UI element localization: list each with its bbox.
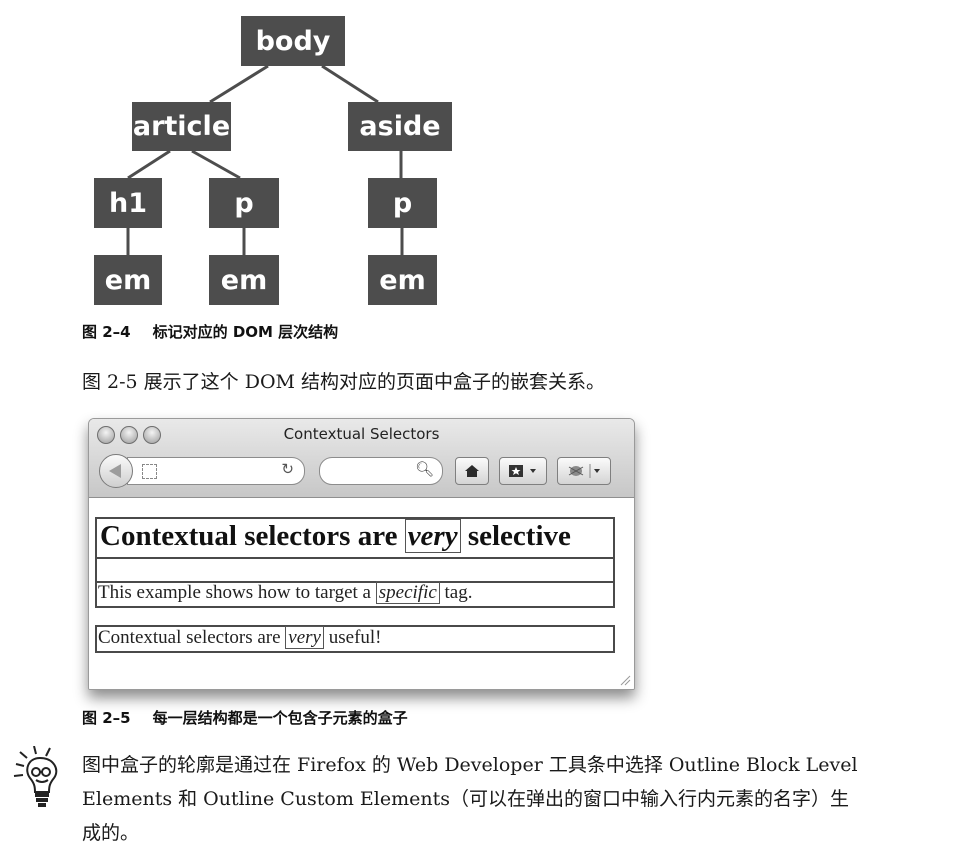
home-icon [465, 465, 479, 477]
back-arrow-icon [109, 464, 121, 478]
resize-grip-icon[interactable] [619, 674, 631, 686]
search-field[interactable]: 🔍︎ [319, 457, 443, 485]
tree-node-p-aside: p [368, 178, 437, 228]
bookmark-star-icon [509, 465, 536, 477]
p2-em: very [285, 626, 324, 649]
body-paragraph: 图 2-5 展示了这个 DOM 结构对应的页面中盒子的嵌套关系。 [82, 371, 606, 393]
tree-node-article: article [132, 102, 231, 151]
p1-text-end: tag. [439, 582, 473, 603]
p1-text: This example shows how to target a [98, 582, 376, 603]
p2-outline [95, 625, 615, 653]
tree-node-em-h1: em [94, 255, 162, 305]
home-button[interactable] [455, 457, 489, 485]
search-icon: 🔍︎ [414, 460, 434, 478]
tree-node-p-article: p [209, 178, 279, 228]
back-button[interactable] [99, 454, 133, 488]
caption-text: 标记对应的 DOM 层次结构 [152, 323, 339, 341]
p2-text: Contextual selectors are [98, 627, 286, 648]
p1-em: specific [375, 581, 440, 604]
browser-toolbar: Contextual Selectors ↻ 🔍︎ [89, 419, 634, 498]
page-favicon-icon [142, 464, 157, 479]
tip-note: 图中盒子的轮廓是通过在 Firefox 的 Web Developer 工具条中… [82, 748, 862, 850]
note-line-1: 图中盒子的轮廓是通过在 Firefox 的 Web Developer 工具条中… [82, 754, 858, 776]
figure-caption-2-4: 图 2–4 标记对应的 DOM 层次结构 [82, 321, 338, 342]
caption-number: 图 2–5 [82, 709, 131, 727]
reload-icon[interactable]: ↻ [281, 460, 294, 478]
p1-outline [95, 581, 615, 608]
caption-number: 图 2–4 [82, 323, 131, 341]
minimize-window-button[interactable] [120, 426, 138, 444]
figure-caption-2-5: 图 2–5 每一层结构都是一个包含子元素的盒子 [82, 707, 408, 728]
firebug-button[interactable] [557, 457, 611, 485]
tree-node-em-aside: em [368, 255, 437, 305]
page-content: Contextual selectors are very selective … [89, 498, 634, 689]
note-line-2: Elements 和 Outline Custom Elements（可以在弹出… [82, 788, 850, 810]
bookmarks-button[interactable] [499, 457, 547, 485]
zoom-window-button[interactable] [143, 426, 161, 444]
window-title: Contextual Selectors [283, 425, 440, 443]
p2-text-end: useful! [324, 627, 382, 648]
page-heading: Contextual selectors are very selective [100, 519, 571, 553]
heading-text-end: selective [460, 520, 571, 552]
tree-node-h1: h1 [94, 178, 162, 228]
bug-icon [568, 464, 600, 478]
caption-text: 每一层结构都是一个包含子元素的盒子 [152, 709, 408, 727]
note-line-3: 成的。 [82, 822, 140, 844]
browser-window: Contextual Selectors ↻ 🔍︎ [88, 418, 635, 690]
paragraph-1: This example shows how to target a speci… [98, 581, 473, 604]
tree-node-em-p: em [209, 255, 279, 305]
paragraph-2: Contextual selectors are very useful! [98, 626, 382, 649]
h1-outline [95, 517, 615, 559]
tree-node-aside: aside [348, 102, 452, 151]
heading-text: Contextual selectors are [100, 520, 405, 552]
tree-connectors [126, 64, 404, 255]
close-window-button[interactable] [97, 426, 115, 444]
url-field[interactable]: ↻ [127, 457, 305, 485]
lightbulb-icon [13, 746, 58, 807]
tree-node-body: body [241, 16, 345, 66]
heading-em: very [404, 519, 461, 553]
